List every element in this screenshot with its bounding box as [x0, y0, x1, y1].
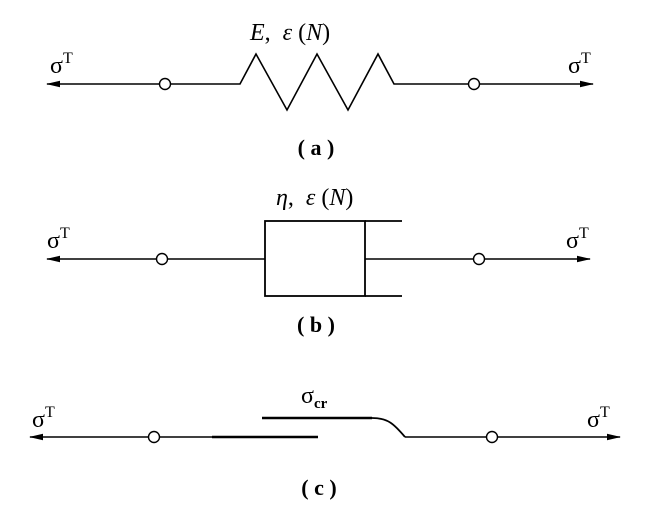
panel-b-caption: ( b ) — [297, 312, 335, 337]
panel-c-right-node — [485, 430, 499, 444]
panel-a-spring: σT σT E, ε (N) ( a ) — [46, 20, 594, 160]
panel-b-dashpot: σT σT η, ε (N) ( b ) — [46, 185, 591, 337]
panel-a-right-stress-label: σT — [568, 50, 591, 79]
panel-a-left-node — [158, 77, 172, 91]
spring-zigzag — [165, 52, 474, 112]
panel-c-left-stress-label: σT — [32, 404, 55, 433]
spring-parameter-label: E, ε (N) — [249, 20, 330, 46]
panel-c-right-stress-label: σT — [587, 404, 610, 433]
dashpot-piston — [264, 220, 366, 297]
panel-b-left-node — [155, 252, 169, 266]
panel-a-caption: ( a ) — [298, 135, 335, 160]
panel-c-left-node — [147, 430, 161, 444]
panel-c-slider: σT σT σcr ( c ) — [29, 383, 621, 500]
panel-b-left-stress-label: σT — [47, 225, 70, 254]
slider-bend — [371, 417, 406, 438]
panel-b-right-stress-label: σT — [566, 225, 589, 254]
panel-b-right-node — [472, 252, 486, 266]
panel-a-right-node — [467, 77, 481, 91]
panel-a-left-stress-label: σT — [50, 50, 73, 79]
dashpot-parameter-label: η, ε (N) — [276, 185, 353, 211]
panel-c-caption: ( c ) — [301, 475, 336, 500]
slider-threshold-label: σcr — [301, 383, 328, 412]
